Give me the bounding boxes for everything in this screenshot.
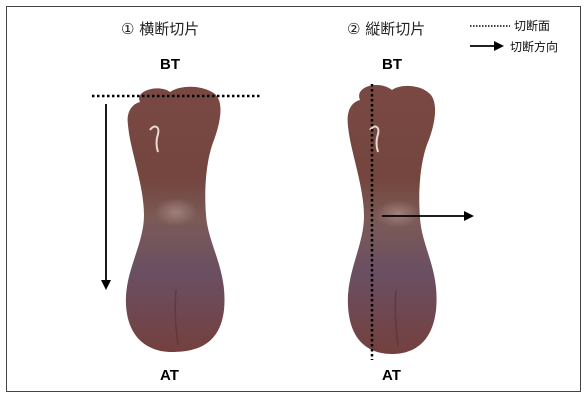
tissue-specimen-2 — [348, 85, 437, 354]
tissue-specimen-1 — [126, 87, 225, 352]
